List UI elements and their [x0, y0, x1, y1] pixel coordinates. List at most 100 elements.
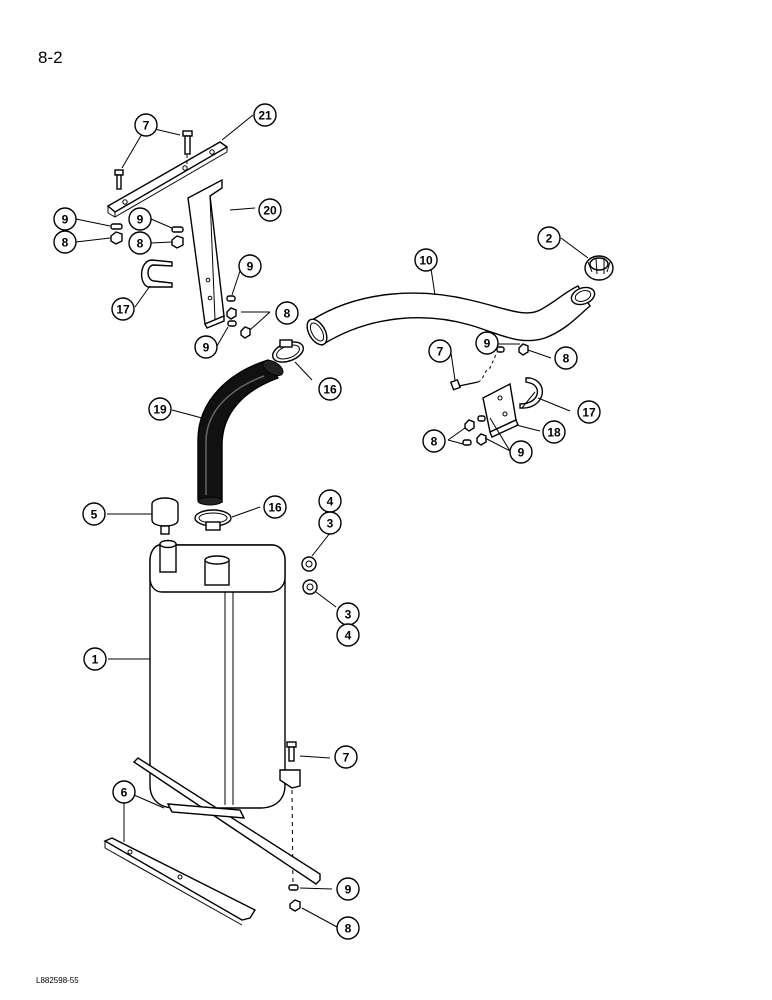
- callout-number: 8: [563, 352, 570, 366]
- callout-18: 18: [542, 420, 566, 444]
- callout-number: 20: [263, 204, 277, 218]
- cap-5: [151, 497, 179, 535]
- callout-circle: [263, 495, 287, 519]
- callout-20: 20: [258, 198, 282, 222]
- callout-number: 9: [62, 213, 69, 227]
- callout-number: 3: [327, 517, 334, 531]
- callout-9: 9: [238, 254, 262, 278]
- callout-number: 18: [547, 426, 561, 440]
- exhaust-pipe-10: [306, 285, 596, 347]
- callout-circle: [577, 400, 601, 424]
- strap-21: [106, 141, 229, 218]
- callout-9: 9: [475, 331, 499, 355]
- callout-number: 9: [484, 337, 491, 351]
- callout-8: 8: [422, 429, 446, 453]
- callout-16: 16: [318, 377, 342, 401]
- muffler-1: [149, 539, 301, 809]
- callout-number: 5: [91, 508, 98, 522]
- callout-number: 10: [419, 254, 433, 268]
- u-bolt-17-right: [519, 377, 543, 409]
- callout-number: 21: [258, 109, 272, 123]
- hose-19: [197, 359, 284, 506]
- strap-6-middle: [166, 803, 246, 819]
- callout-number: 9: [345, 883, 352, 897]
- callout-7: 7: [428, 339, 452, 363]
- callout-circle: [509, 440, 533, 464]
- callout-circle: [111, 297, 135, 321]
- callout-2: 2: [537, 226, 561, 250]
- callout-number: 8: [137, 237, 144, 251]
- callout-circle: [82, 502, 106, 526]
- callout-number: 8: [284, 307, 291, 321]
- callout-circle: [83, 647, 107, 671]
- clamp-16-upper: [271, 339, 305, 363]
- callout-circle: [112, 780, 136, 804]
- callout-circle: [238, 254, 262, 278]
- callout-circle: [253, 103, 277, 127]
- callout-circle: [128, 231, 152, 255]
- callout-circle: [414, 248, 438, 272]
- callout-number: 19: [153, 403, 167, 417]
- callout-number: 2: [546, 232, 553, 246]
- callout-number: 8: [62, 236, 69, 250]
- callout-21: 21: [253, 103, 277, 127]
- callout-circle: [128, 207, 152, 231]
- strap-6-upper: [132, 757, 321, 885]
- callout-number: 8: [431, 435, 438, 449]
- callout-3: 3: [336, 602, 360, 626]
- callout-circle: [148, 397, 172, 421]
- callout-number: 17: [116, 303, 130, 317]
- callout-number: 16: [268, 501, 282, 515]
- callout-number: 9: [518, 446, 525, 460]
- callout-number: 3: [345, 608, 352, 622]
- callout-number: 4: [327, 495, 334, 509]
- callout-circle: [258, 198, 282, 222]
- callout-circle: [422, 429, 446, 453]
- callout-number: 7: [143, 119, 150, 133]
- u-bolt-17-left: [141, 259, 173, 288]
- strap-6-lower: [103, 837, 257, 926]
- callout-number: 4: [345, 629, 352, 643]
- callout-number: 1: [92, 653, 99, 667]
- bracket-20: [187, 178, 225, 329]
- callout-circle: [537, 226, 561, 250]
- callout-7: 7: [134, 113, 158, 137]
- callout-3: 3: [318, 511, 342, 535]
- bolt-7-upper-left: [114, 169, 124, 190]
- callout-circle: [53, 207, 77, 231]
- page-number: 8-2: [38, 48, 63, 67]
- callout-7: 7: [334, 745, 358, 769]
- callout-number: 7: [343, 751, 350, 765]
- bolt-7-right: [449, 351, 498, 391]
- callout-circle: [194, 335, 218, 359]
- callout-circle: [275, 301, 299, 325]
- nuts-left-bracket: [110, 223, 251, 339]
- plugs-3-4: [301, 556, 318, 595]
- callout-circle: [554, 346, 578, 370]
- callout-9: 9: [128, 207, 152, 231]
- callout-8: 8: [336, 916, 360, 940]
- callout-circle: [318, 511, 342, 535]
- callout-9: 9: [336, 877, 360, 901]
- callout-circle: [475, 331, 499, 355]
- callout-circle: [542, 420, 566, 444]
- callout-number: 16: [323, 383, 337, 397]
- callout-10: 10: [414, 248, 438, 272]
- callout-number: 8: [345, 922, 352, 936]
- rain-cap-2: [584, 255, 614, 281]
- callout-5: 5: [82, 502, 106, 526]
- callout-circle: [318, 377, 342, 401]
- callout-9: 9: [53, 207, 77, 231]
- callout-number: 7: [437, 345, 444, 359]
- callout-number: 9: [247, 260, 254, 274]
- nuts-lower-strap: [288, 884, 301, 912]
- callout-circle: [53, 230, 77, 254]
- callout-16: 16: [263, 495, 287, 519]
- callout-circle: [428, 339, 452, 363]
- callout-4: 4: [318, 489, 342, 513]
- callout-19: 19: [148, 397, 172, 421]
- leader-lines: [75, 114, 589, 928]
- clamp-16-lower: [194, 509, 232, 531]
